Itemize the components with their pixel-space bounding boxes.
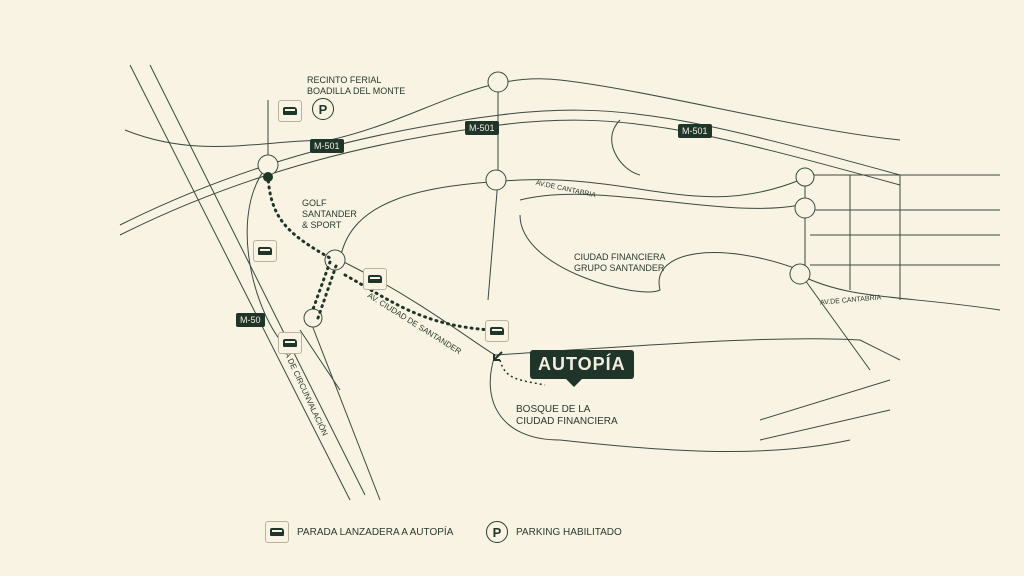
label-ciudad-financiera: CIUDAD FINANCIERA GRUPO SANTANDER	[574, 252, 666, 273]
shuttle-stop-icon[interactable]	[278, 100, 302, 122]
label-bosque: BOSQUE DE LA CIUDAD FINANCIERA	[516, 404, 618, 427]
shuttle-stop-icon[interactable]	[363, 268, 387, 290]
destination-marker-autopia[interactable]: AUTOPÍA	[530, 350, 634, 387]
legend-shuttle-label: PARADA LANZADERA A AUTOPÍA	[297, 526, 454, 538]
legend-parking-label: PARKING HABILITADO	[516, 526, 622, 538]
shuttle-stop-icon[interactable]	[278, 332, 302, 354]
shuttle-stop-icon[interactable]	[485, 320, 509, 342]
label-golf: GOLF SANTANDER & SPORT	[302, 198, 357, 230]
road-tag-m501: M-501	[465, 121, 499, 135]
parking-icon[interactable]: P	[312, 98, 334, 120]
shuttle-stop-icon[interactable]	[253, 240, 277, 262]
legend-parking: P PARKING HABILITADO	[486, 521, 622, 543]
road-tag-m501: M-501	[310, 139, 344, 153]
road-tag-m501: M-501	[678, 124, 712, 138]
shuttle-icon	[265, 521, 289, 543]
label-recinto-ferial: RECINTO FERIAL BOADILLA DEL MONTE	[307, 75, 406, 96]
parking-icon: P	[486, 521, 508, 543]
road-tag-m50: M-50	[236, 313, 265, 327]
legend-shuttle: PARADA LANZADERA A AUTOPÍA	[265, 521, 453, 543]
